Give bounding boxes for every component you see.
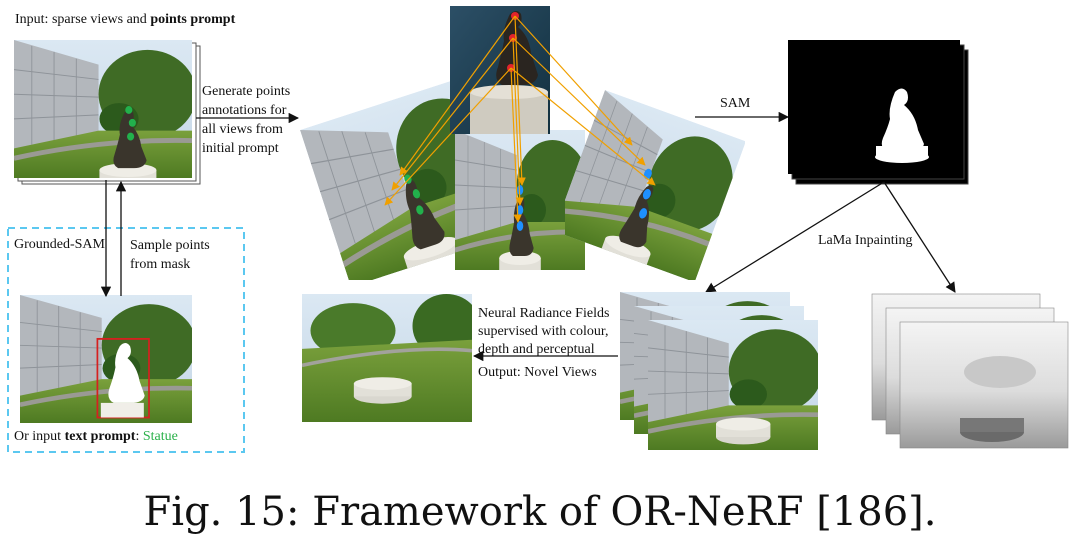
fan-view-center — [455, 130, 588, 270]
fan-view-right — [549, 90, 750, 298]
text-prompt-label: Or input text prompt: Statue — [14, 429, 178, 444]
figure-caption: Fig. 15: Framework of OR-NeRF [186]. — [143, 489, 937, 535]
lama-label: LaMa Inpainting — [818, 233, 913, 248]
input-view-stack — [14, 40, 201, 185]
nerf-label: Neural Radiance Fields supervised with c… — [478, 306, 610, 357]
grounded-sam-photo — [20, 295, 196, 423]
prompt-point — [127, 132, 135, 141]
inpainted-depth-stack — [871, 293, 1069, 449]
mask-stack — [788, 40, 969, 185]
lama-arrow-depth — [883, 181, 956, 293]
sam-label: SAM — [720, 96, 751, 111]
novel-view-output — [302, 294, 472, 422]
text-prompt-box — [7, 227, 245, 453]
sample-points-label: Sample points from mask — [130, 238, 210, 272]
grounded-sam-label: Grounded-SAM — [14, 237, 105, 252]
prompt-point — [128, 118, 136, 127]
input-label: Input: sparse views and points prompt — [15, 12, 236, 27]
lama-arrow-rgb — [705, 181, 885, 293]
input-photo — [14, 40, 196, 178]
generate-label: Generate points annotations for all view… — [202, 84, 291, 156]
closeup-photo — [450, 6, 550, 134]
projection-rays — [384, 15, 656, 223]
output-label: Output: Novel Views — [478, 365, 597, 380]
prompt-point — [125, 106, 133, 114]
inpainted-rgb-stack — [620, 292, 822, 450]
